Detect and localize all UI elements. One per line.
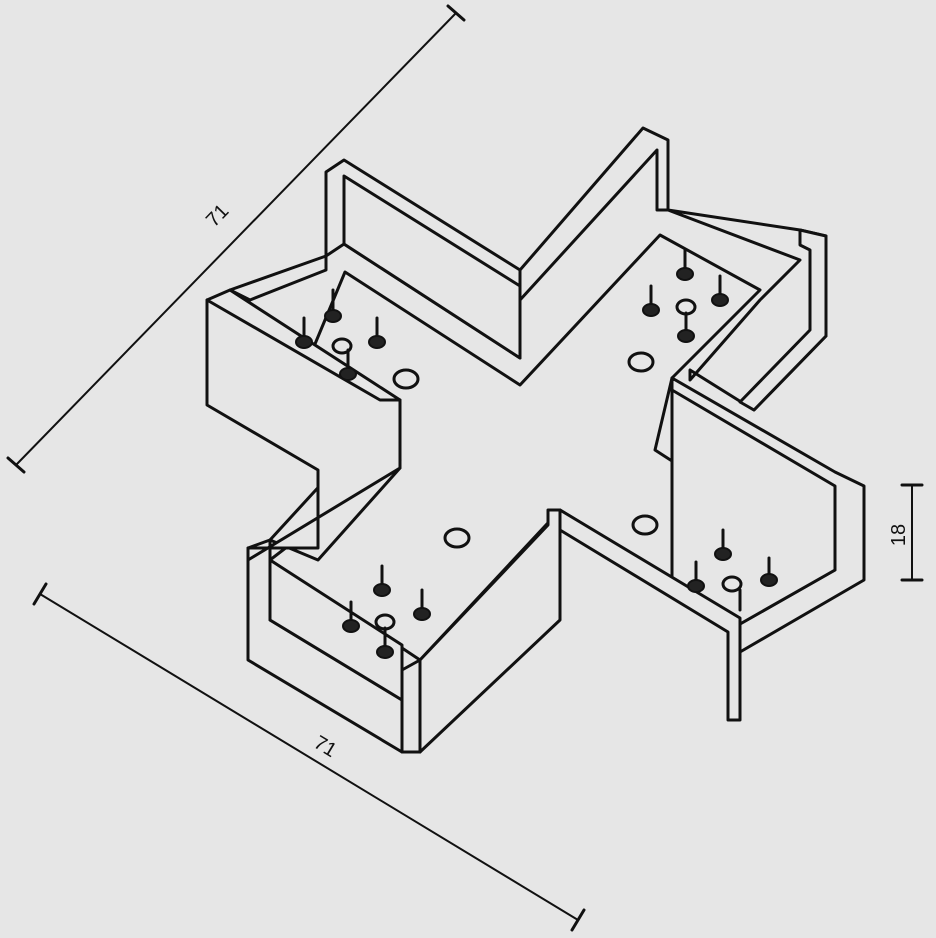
pin-cluster-bottom-left [342,564,431,659]
right-arm-inner-face [670,388,837,626]
dimension-label-right: 18 [888,524,910,546]
pin-cluster-top-right [642,248,729,343]
dimension-label-top: 71 [202,200,233,231]
dimension-label-bottom: 71 [310,732,340,762]
top-arm-right-wall [518,126,670,302]
mounting-hole [627,351,655,373]
dimension-line-bottom [39,593,579,921]
bottom-arm-left-outer [400,658,422,754]
mounting-hole [631,514,659,536]
dimension-tick [446,4,466,22]
cross-body [205,126,866,754]
top-arm-inner-face [342,174,522,360]
bottom-arm-inner-face [268,558,404,702]
dimension-right: 18 [888,483,924,582]
dimension-tick [570,908,586,932]
left-arm-back-wall [228,254,328,302]
dimension-tick [6,456,26,474]
right-arm-outer-face [738,228,828,412]
dimension-line-top [15,12,457,466]
dimension-tick [32,582,48,606]
mounting-hole [392,368,420,390]
pin-cluster-top-left [295,288,386,381]
pin-cluster-bottom-right [687,528,778,612]
left-arm-outer-face [205,298,402,562]
mounting-hole [443,527,471,549]
